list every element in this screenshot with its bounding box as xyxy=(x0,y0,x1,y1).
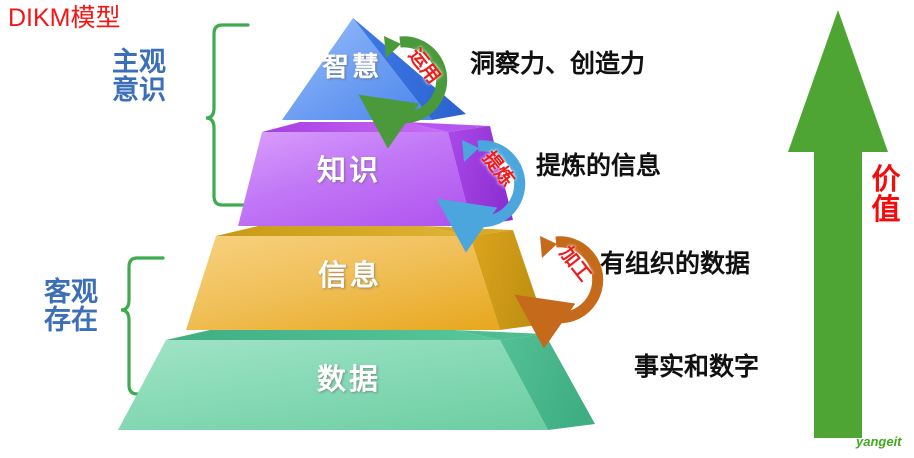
group-label-subjective: 主观 意识 xyxy=(112,47,166,106)
pyramid-tier-information[interactable] xyxy=(186,226,545,330)
tier-label-wisdom: 智慧 xyxy=(322,52,382,82)
group-label-objective: 客观 存在 xyxy=(44,277,98,336)
value-arrow-label: 价值 xyxy=(871,164,901,227)
brace-subjective xyxy=(205,23,250,207)
watermark: yangeit xyxy=(856,434,902,449)
transition-arrow-apply xyxy=(358,36,448,149)
pyramid-tier-data[interactable] xyxy=(118,330,595,430)
tier-label-data: 数据 xyxy=(317,364,382,396)
tier-label-information: 信息 xyxy=(318,260,383,292)
transition-arrow-process xyxy=(514,236,604,349)
transition-arrow-refine xyxy=(436,140,526,253)
page-title: DIKM模型 xyxy=(8,4,121,32)
description-knowledge: 提炼的信息 xyxy=(536,152,662,180)
description-wisdom: 洞察力、创造力 xyxy=(470,50,646,78)
description-data: 事实和数字 xyxy=(634,353,760,381)
description-information: 有组织的数据 xyxy=(600,250,751,278)
brace-objective xyxy=(120,256,165,396)
tier-label-knowledge: 知识 xyxy=(317,155,382,187)
value-arrow xyxy=(788,10,888,438)
